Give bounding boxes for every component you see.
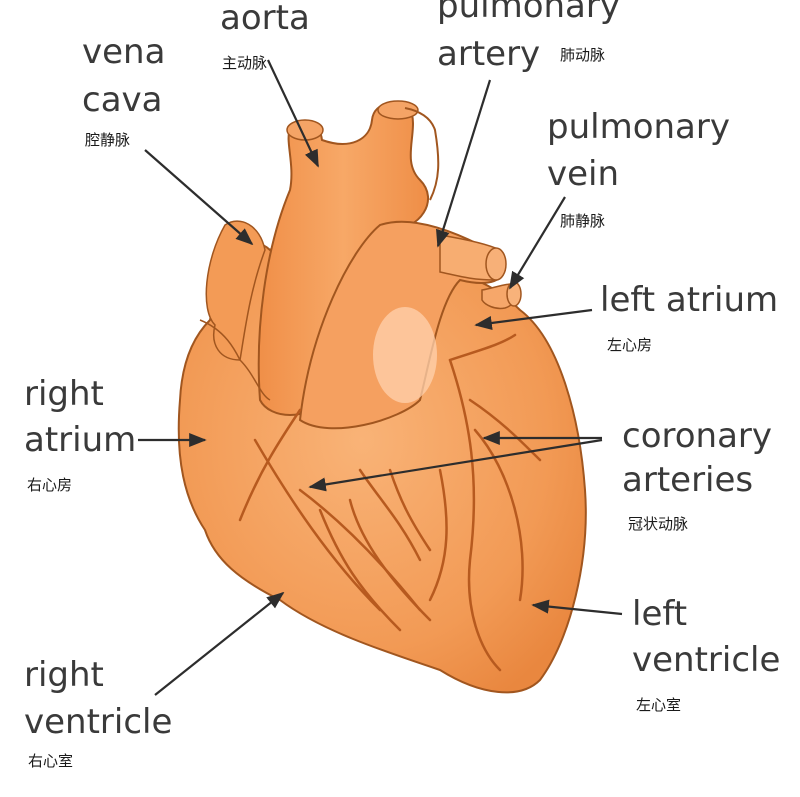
label-pulmonary-vein-1: pulmonary <box>547 107 730 147</box>
label-pulmonary-vein-zh: 肺静脉 <box>560 212 606 230</box>
arrow-pulmonary-vein <box>509 196 566 290</box>
coronary-vessels <box>238 333 542 672</box>
arrow-aorta <box>267 59 319 168</box>
label-left-ventricle-2: ventricle <box>632 640 781 680</box>
heart-highlight <box>373 307 437 403</box>
label-coronary-arteries-2: arteries <box>622 460 754 500</box>
right-atrium-region <box>205 220 266 361</box>
aorta-branch <box>404 107 440 201</box>
arrow-left-ventricle <box>531 599 623 616</box>
arrow-pulmonary-artery <box>436 79 492 248</box>
label-vena-cava-1: vena <box>82 32 166 72</box>
label-pulmonary-vein-2: vein <box>547 154 620 194</box>
label-vena-cava-2: cava <box>82 80 163 120</box>
label-right-atrium-2: atrium <box>24 420 137 460</box>
pointer-arrows <box>138 59 623 696</box>
label-right-ventricle-2: ventricle <box>24 702 173 742</box>
label-vena-cava-zh: 腔静脉 <box>85 131 131 149</box>
label-pulmonary-artery-2: artery <box>437 34 541 74</box>
arrow-right-ventricle <box>154 591 285 696</box>
label-left-atrium: left atrium <box>600 280 779 320</box>
pulmonary-branch-end <box>485 247 507 281</box>
label-aorta-zh: 主动脉 <box>222 54 268 72</box>
arrow-left-atrium <box>474 308 593 330</box>
arrow-coronary-2 <box>308 438 603 492</box>
aorta-opening-2 <box>377 100 419 120</box>
label-left-atrium-zh: 左心房 <box>607 336 653 354</box>
label-right-atrium-zh: 右心房 <box>27 476 73 494</box>
label-left-ventricle-zh: 左心室 <box>636 696 682 714</box>
label-pulmonary-artery-zh: 肺动脉 <box>560 46 606 64</box>
pulmonary-vein-end <box>506 281 522 307</box>
label-right-ventricle-zh: 右心室 <box>28 752 74 770</box>
atrium-border <box>199 319 271 401</box>
label-coronary-arteries-1: coronary <box>622 416 773 456</box>
label-aorta: aorta <box>220 0 310 38</box>
label-left-ventricle-1: left <box>632 594 688 634</box>
arrow-vena-cava <box>144 149 254 246</box>
label-pulmonary-artery-1: pulmonary <box>437 0 620 26</box>
label-right-ventricle-1: right <box>24 655 104 695</box>
label-coronary-arteries-zh: 冠状动脉 <box>628 515 689 533</box>
label-right-atrium-1: right <box>24 374 104 414</box>
